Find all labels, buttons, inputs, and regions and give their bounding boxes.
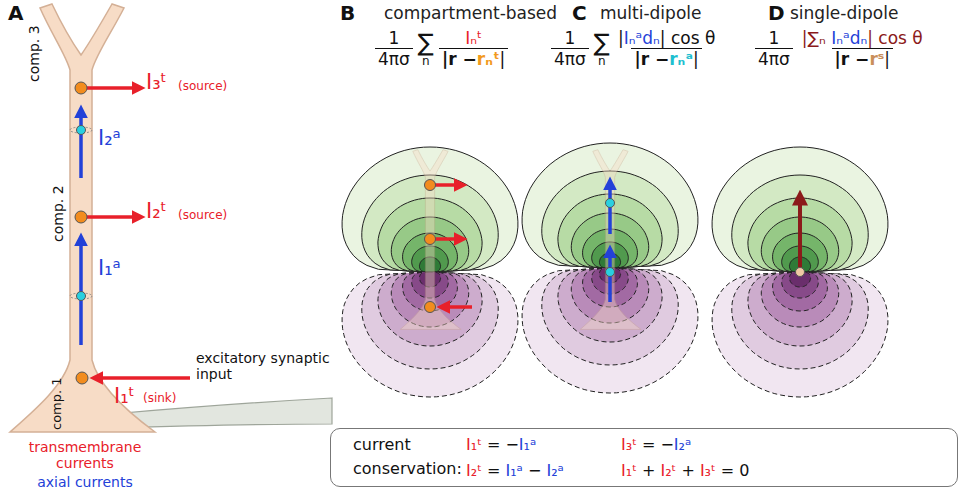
label: I₂ᵃ (98, 126, 121, 150)
formula-part: rˢ (869, 49, 884, 69)
label: comp. 2 (50, 185, 66, 242)
box-heading: current conservation: (353, 433, 471, 481)
formula-part: |∑ₙ Iₙᵃdₙ| cos θ (802, 28, 923, 48)
negative-contour (773, 272, 828, 311)
label: comp. 3 (26, 25, 42, 82)
panel-letter: B (340, 2, 355, 25)
label: axial currents (20, 474, 150, 490)
equation: I₂ᵗ = I₁ᵃ − I₂ᵃ (466, 462, 564, 480)
fraction: Iₙᵗ|r − rₙᵗ| (439, 28, 508, 69)
label: multi-dipole (600, 4, 701, 24)
label: (source) (178, 209, 227, 223)
formula-part: n (598, 55, 606, 67)
monopole-arrows (425, 180, 473, 313)
positive-contour (732, 175, 868, 272)
label: excitatory synaptic input (196, 350, 336, 382)
formula-part: n (422, 55, 430, 67)
formula: 14πσ∑nIₙᵗ|r − rₙᵗ| (372, 28, 511, 69)
neuron-ghost (580, 150, 641, 330)
sum-symbol: ∑n (418, 31, 434, 67)
equation: I₃ᵗ = −I₂ᵃ (621, 436, 691, 454)
formula-part: Iₙᵗ (465, 28, 482, 48)
neuron-ghost (400, 150, 461, 330)
formula: 14πσ∑n|Iₙᵃdₙ| cos θ|r − rₙᵃ| (548, 28, 721, 69)
fraction: |Iₙᵃdₙ| cos θ|r − rₙᵃ| (615, 28, 718, 69)
fraction: 14πσ (375, 28, 413, 69)
positive-contour (712, 147, 888, 272)
negative-contour (748, 272, 852, 346)
fraction: 14πσ (755, 28, 793, 69)
formula-part: |r − (835, 49, 870, 69)
label: I₂ᵗ (146, 199, 167, 223)
label: transmembrane currents (20, 439, 150, 471)
dipole-arrows (606, 182, 615, 302)
label: comp. 1 (50, 377, 65, 430)
formula-part: 4πσ (758, 49, 790, 69)
equation: I₁ᵗ + I₂ᵗ + I₃ᵗ = 0 (621, 462, 750, 480)
formula-part: 1 (769, 28, 780, 48)
conservation-box: current conservation:I₁ᵗ = −I₁ᵃ I₃ᵗ = −I₂… (330, 428, 958, 487)
formula-part: |Iₙᵃdₙ| cos θ (618, 28, 715, 48)
panel-letter: C (572, 2, 587, 25)
formula-part: | (693, 49, 699, 69)
negative-contour (712, 272, 888, 397)
label: (sink) (143, 392, 177, 406)
panel-letter: D (768, 2, 785, 25)
formula-part: 1 (389, 28, 400, 48)
formula-part: 4πσ (554, 49, 586, 69)
label: I₃ᵗ (146, 70, 167, 94)
formula-part: rₙᵃ (669, 49, 693, 69)
formula-part: rₙᵗ (477, 49, 500, 69)
fraction: 14πσ (551, 28, 589, 69)
formula-part: | (884, 49, 890, 69)
formula: 14πσ|∑ₙ Iₙᵃdₙ| cos θ|r − rˢ| (752, 28, 929, 69)
formula-part: |r − (442, 49, 477, 69)
current-arrows (81, 88, 190, 378)
compartment-dots (75, 82, 88, 384)
formula-part: ∑ (594, 31, 610, 55)
formula-part: |r − (634, 49, 669, 69)
sum-symbol: ∑n (594, 31, 610, 67)
equation: I₁ᵗ = −I₁ᵃ (466, 436, 536, 454)
potential-contours (342, 143, 888, 397)
negative-contour (732, 272, 868, 369)
label: (source) (178, 80, 227, 94)
formula-part: 4πσ (378, 49, 410, 69)
formula-part: 1 (565, 28, 576, 48)
single-dipole-arrow (796, 196, 805, 277)
neuron (10, 4, 155, 432)
formula-part: | (500, 49, 506, 69)
fraction: |∑ₙ Iₙᵃdₙ| cos θ|r − rˢ| (799, 28, 926, 69)
label: single-dipole (790, 4, 898, 24)
negative-contour (761, 272, 838, 327)
label: I₁ᵗ (114, 384, 135, 408)
formula-part: ∑ (418, 31, 434, 55)
label: compartment-based (384, 4, 557, 24)
panel-letter: A (8, 2, 23, 25)
label: I₁ᵃ (98, 256, 121, 280)
